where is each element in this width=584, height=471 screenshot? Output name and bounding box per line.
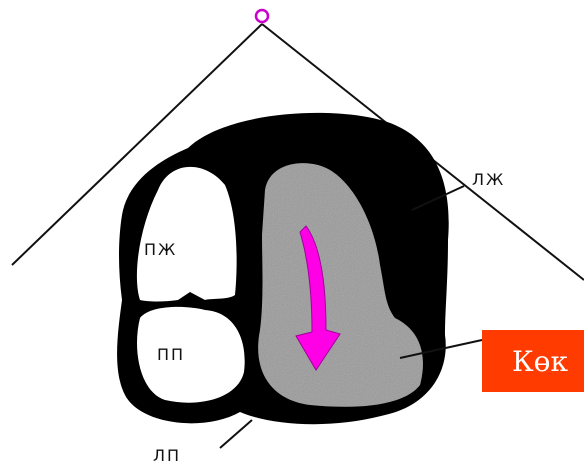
- label-left-atrium: ЛП: [153, 446, 181, 465]
- apex-marker-icon: [256, 10, 268, 22]
- callout-box: Көк: [482, 330, 584, 392]
- callout-text: Көк: [512, 345, 568, 378]
- label-left-ventricle: ЛЖ: [472, 170, 505, 189]
- right-atrium-chamber: [137, 307, 245, 403]
- label-right-atrium: ПП: [157, 345, 185, 364]
- label-right-ventricle: ПЖ: [144, 240, 177, 259]
- lp-pointer-line: [220, 420, 252, 448]
